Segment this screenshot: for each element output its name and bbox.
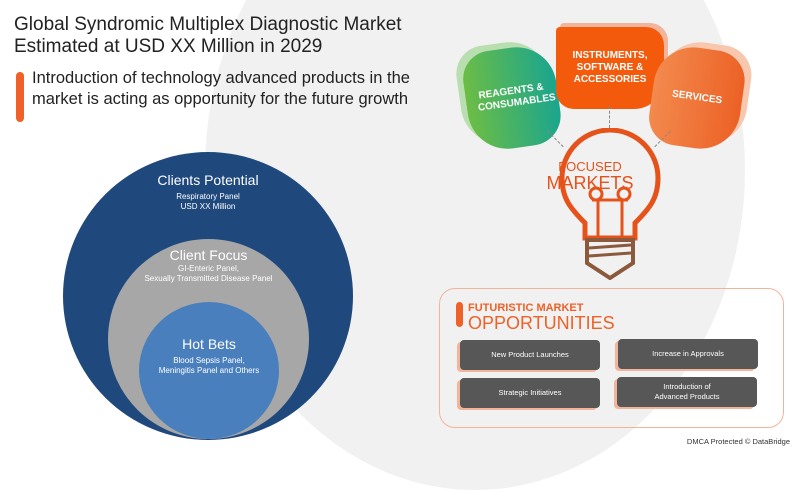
circle-line: Meningitis Panel and Others bbox=[158, 366, 260, 375]
segment-instruments: INSTRUMENTS, SOFTWARE & ACCESSORIES bbox=[556, 27, 664, 109]
opportunity-item: Strategic Initiatives bbox=[460, 378, 600, 408]
circle-hot-bets: Hot Bets Blood Sepsis Panel,Meningitis P… bbox=[139, 302, 279, 439]
accent-bar bbox=[456, 302, 463, 327]
focused-markets-label: FOCUSED MARKETS bbox=[540, 158, 640, 192]
focused-line: MARKETS bbox=[546, 173, 634, 193]
accent-bar bbox=[16, 72, 24, 122]
circle-heading: Client Focus bbox=[169, 247, 248, 263]
circle-text: GI-Enteric Panel,Sexually Transmitted Di… bbox=[108, 264, 309, 284]
circle-line: Blood Sepsis Panel, bbox=[173, 356, 245, 365]
opportunity-item: New Product Launches bbox=[460, 340, 600, 370]
circle-line: Sexually Transmitted Disease Panel bbox=[144, 274, 273, 283]
segment-label: SERVICES bbox=[671, 88, 723, 107]
connector-line bbox=[609, 106, 610, 128]
opportunity-item: Increase in Approvals bbox=[618, 339, 758, 369]
circle-text: Blood Sepsis Panel,Meningitis Panel and … bbox=[139, 356, 279, 376]
opportunity-item: Introduction of Advanced Products bbox=[617, 377, 757, 407]
opportunities-title: OPPORTUNITIES bbox=[468, 313, 615, 333]
opportunities-panel bbox=[439, 288, 784, 428]
circle-heading: Hot Bets bbox=[182, 336, 236, 352]
circle-heading: Clients Potential bbox=[157, 172, 259, 188]
lightbulb-icon bbox=[559, 128, 661, 280]
circle-line: Respiratory Panel bbox=[176, 192, 240, 201]
page-title: Global Syndromic Multiplex Diagnostic Ma… bbox=[14, 14, 402, 57]
circle-line: GI-Enteric Panel, bbox=[178, 264, 239, 273]
focused-line: FOCUSED bbox=[558, 159, 622, 174]
footer-copyright: DMCA Protected © DataBridge bbox=[686, 437, 790, 446]
opportunities-title: FUTURISTIC MARKET bbox=[468, 302, 584, 314]
circle-line: USD XX Million bbox=[180, 202, 236, 211]
subtitle: Introduction of technology advanced prod… bbox=[32, 69, 410, 108]
segment-label: INSTRUMENTS, SOFTWARE & ACCESSORIES bbox=[572, 50, 648, 85]
segment-label: REAGENTS & CONSUMABLES bbox=[477, 81, 557, 114]
